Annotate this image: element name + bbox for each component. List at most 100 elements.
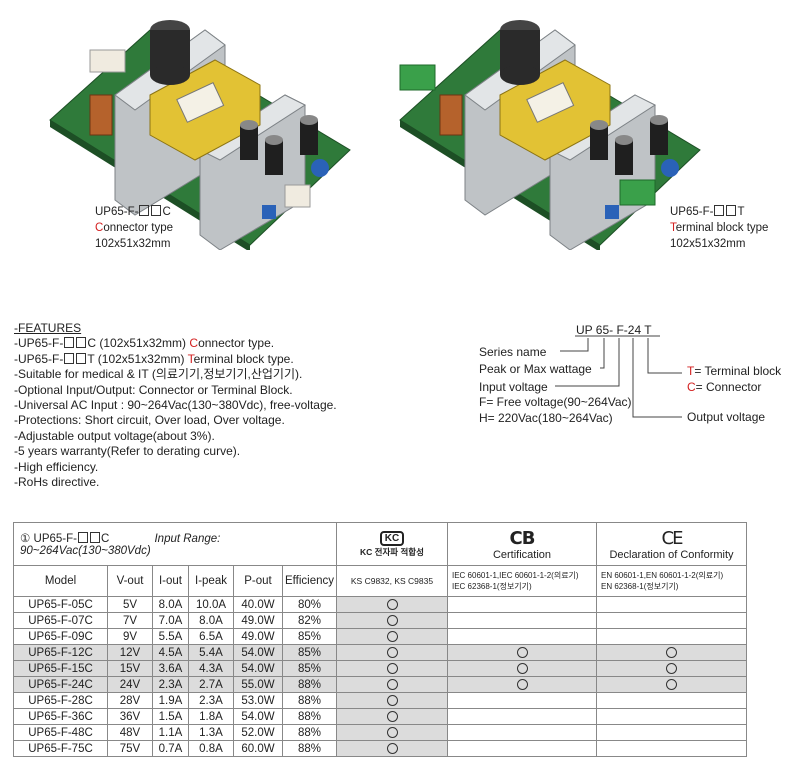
kc-logo: KC bbox=[337, 530, 447, 546]
caption-model-suffix: T bbox=[737, 206, 745, 218]
model-cell: UP65-F-28C bbox=[13, 692, 108, 709]
spec-table: ① UP65-F- C Input Range: 90~264Vac(130~38… bbox=[13, 522, 747, 757]
pout-cell: 55.0W bbox=[233, 676, 283, 693]
ipeak-cell: 2.7A bbox=[188, 676, 234, 693]
pout-cell: 54.0W bbox=[233, 660, 283, 677]
iout-cell: 3.6A bbox=[152, 660, 189, 677]
ce-cert-cell bbox=[596, 644, 747, 661]
cb-cert-cell bbox=[447, 644, 597, 661]
certified-mark-icon bbox=[666, 646, 677, 658]
cb-standard: IEC 60601-1,IEC 60601-1-2(의료기)IEC 62368-… bbox=[447, 565, 597, 597]
model-cell: UP65-F-07C bbox=[13, 612, 108, 629]
pout-cell: 60.0W bbox=[233, 740, 283, 757]
model-cell: UP65-F-09C bbox=[13, 628, 108, 645]
caption-dimensions: 102x51x32mm bbox=[95, 238, 171, 250]
kc-cert-cell bbox=[336, 676, 448, 693]
certified-mark-icon bbox=[386, 710, 398, 722]
iout-cell: 2.3A bbox=[152, 676, 189, 693]
efficiency-cell: 85% bbox=[282, 644, 337, 661]
vout-cell: 28V bbox=[107, 692, 153, 709]
vout-cell: 24V bbox=[107, 676, 153, 693]
pout-cell: 40.0W bbox=[233, 596, 283, 613]
model-cell: UP65-F-12C bbox=[13, 644, 108, 661]
certified-mark-icon bbox=[386, 614, 398, 626]
vout-cell: 36V bbox=[107, 708, 153, 725]
col-header-vout: V-out bbox=[107, 565, 153, 597]
power-supply-image bbox=[49, 20, 351, 252]
vout-cell: 7V bbox=[107, 612, 153, 629]
kc-cert-cell bbox=[336, 612, 448, 629]
model-cell: UP65-F-75C bbox=[13, 740, 108, 757]
certified-mark-icon bbox=[386, 742, 398, 754]
code-terminal-label: T= Terminal block bbox=[687, 364, 782, 378]
cb-cert-cell bbox=[447, 724, 597, 741]
vout-cell: 15V bbox=[107, 660, 153, 677]
cb-cert-cell bbox=[447, 660, 597, 677]
col-header-pout: P-out bbox=[233, 565, 283, 597]
iout-cell: 5.5A bbox=[152, 628, 189, 645]
product-caption-connector: UP65-F-C Connector type 102x51x32mm bbox=[95, 204, 173, 252]
cb-header: CB Certification bbox=[447, 522, 597, 566]
ipeak-cell: 4.3A bbox=[188, 660, 234, 677]
cb-logo: CB bbox=[509, 527, 536, 549]
cb-cert-cell bbox=[447, 708, 597, 725]
title-number: ① bbox=[20, 533, 31, 545]
placeholder-box bbox=[726, 205, 737, 216]
pout-cell: 54.0W bbox=[233, 708, 283, 725]
ce-cert-cell bbox=[596, 596, 747, 613]
ce-cert-cell bbox=[596, 708, 747, 725]
caption-dimensions: 102x51x32mm bbox=[670, 238, 746, 250]
iout-cell: 4.5A bbox=[152, 644, 189, 661]
ce-cert-cell bbox=[596, 676, 747, 693]
pout-cell: 53.0W bbox=[233, 692, 283, 709]
ipeak-cell: 8.0A bbox=[188, 612, 234, 629]
vout-cell: 9V bbox=[107, 628, 153, 645]
input-range: Input Range: 90~264Vac(130~380Vdc) bbox=[20, 533, 221, 557]
ipeak-cell: 2.3A bbox=[188, 692, 234, 709]
caption-model-suffix: C bbox=[162, 206, 171, 218]
title-model-prefix: UP65-F- bbox=[33, 533, 77, 545]
kc-cert-cell bbox=[336, 708, 448, 725]
kc-cert-cell bbox=[336, 644, 448, 661]
code-series-label: Series name bbox=[479, 345, 547, 359]
title-model-suffix: C bbox=[100, 533, 110, 545]
certified-mark-icon bbox=[516, 678, 528, 690]
cb-cert-cell bbox=[447, 596, 597, 613]
efficiency-cell: 82% bbox=[282, 612, 337, 629]
kc-cert-cell bbox=[336, 692, 448, 709]
caption-model-prefix: UP65-F- bbox=[95, 206, 139, 218]
certified-mark-icon bbox=[386, 662, 398, 674]
pout-cell: 52.0W bbox=[233, 724, 283, 741]
iout-cell: 7.0A bbox=[152, 612, 189, 629]
certified-mark-icon bbox=[386, 646, 398, 658]
ce-cert-cell bbox=[596, 740, 747, 757]
code-text: UP 65- F-24 T bbox=[576, 323, 652, 337]
feature-item: -UP65-F-C (102x51x32mm) Connector type. bbox=[14, 336, 275, 351]
iout-cell: 1.5A bbox=[152, 708, 189, 725]
ipeak-cell: 6.5A bbox=[188, 628, 234, 645]
code-free-label: F= Free voltage(90~264Vac) bbox=[479, 395, 632, 409]
placeholder-box bbox=[714, 205, 725, 216]
ce-cert-cell bbox=[596, 660, 747, 677]
efficiency-cell: 88% bbox=[282, 676, 337, 693]
efficiency-cell: 80% bbox=[282, 596, 337, 613]
col-header-iout: I-out bbox=[152, 565, 189, 597]
efficiency-cell: 85% bbox=[282, 660, 337, 677]
pout-cell: 49.0W bbox=[233, 612, 283, 629]
ipeak-cell: 5.4A bbox=[188, 644, 234, 661]
code-diagram-lines bbox=[555, 335, 682, 418]
certified-mark-icon bbox=[386, 598, 398, 610]
kc-standard: KS C9832, KS C9835 bbox=[336, 565, 448, 597]
placeholder-box bbox=[64, 352, 75, 364]
kc-cert-cell bbox=[336, 596, 448, 613]
cb-cert-cell bbox=[447, 676, 597, 693]
cb-cert-cell bbox=[447, 628, 597, 645]
code-input-label: Input voltage bbox=[479, 380, 548, 394]
col-header-ipeak: I-peak bbox=[188, 565, 234, 597]
